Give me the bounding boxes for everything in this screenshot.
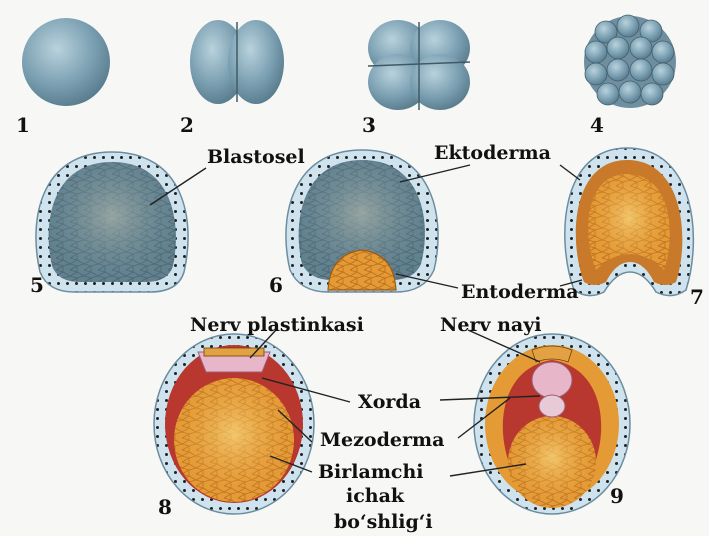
stage-5-blastula xyxy=(36,152,188,292)
stage-3-four-cell xyxy=(368,20,470,110)
stage-number-6: 6 xyxy=(269,273,283,297)
label-entoderma: Entoderma xyxy=(461,281,579,303)
stage-6-early-gastrula xyxy=(286,150,438,292)
stage-number-2: 2 xyxy=(180,113,194,137)
label-birlamchi-line3: boʻshligʻi xyxy=(334,511,433,533)
label-blastosel: Blastosel xyxy=(207,146,305,168)
stage-number-7: 7 xyxy=(690,285,704,309)
stage-number-4: 4 xyxy=(590,113,604,137)
stage-number-9: 9 xyxy=(610,484,624,508)
stage-8-neurula xyxy=(154,334,314,514)
label-birlamchi-line1: Birlamchi xyxy=(318,461,424,483)
label-mezoderma: Mezoderma xyxy=(320,429,444,451)
label-birlamchi-line2: ichak xyxy=(346,485,405,507)
label-nerv-plastinkasi: Nerv plastinkasi xyxy=(190,314,364,336)
stage-number-1: 1 xyxy=(16,113,30,137)
label-ektoderma: Ektoderma xyxy=(434,142,551,164)
stage-number-3: 3 xyxy=(362,113,376,137)
stage-9-later-neurula xyxy=(474,334,630,514)
stage-1-zygote xyxy=(22,18,110,106)
stage-number-8: 8 xyxy=(158,495,172,519)
label-xorda: Xorda xyxy=(358,391,421,413)
stage-4-morula xyxy=(584,15,676,108)
stage-2-two-cell xyxy=(190,20,284,104)
stage-7-gastrula xyxy=(565,148,694,296)
stage-number-5: 5 xyxy=(30,273,44,297)
label-nerv-nayi: Nerv nayi xyxy=(440,314,542,336)
